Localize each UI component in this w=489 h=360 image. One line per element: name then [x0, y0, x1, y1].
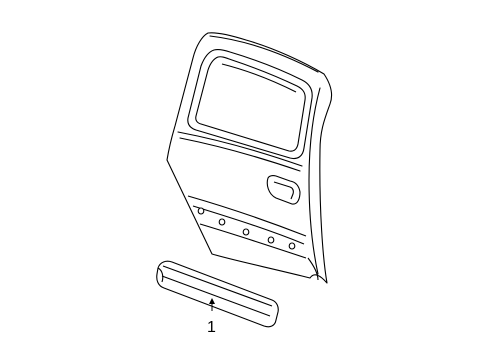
- callout-label: 1: [207, 319, 216, 336]
- molding-upper-line: [187, 195, 307, 237]
- door-tail: [307, 257, 319, 281]
- door-outline: [166, 32, 333, 284]
- molding-line: [187, 195, 307, 259]
- door-tail-edge: [307, 257, 319, 281]
- body-side-molding: [156, 260, 279, 328]
- molding-top-face: [162, 265, 273, 307]
- window-outer: [187, 49, 313, 160]
- window-glass-line: [221, 63, 297, 93]
- molding-end-cap: [157, 267, 164, 283]
- molding-outer: [156, 260, 279, 328]
- door-panel: [166, 32, 333, 284]
- belt-line: [177, 131, 303, 167]
- door-lower-line: [199, 223, 307, 259]
- fastener-hole: [197, 207, 205, 215]
- handle-bezel: [266, 175, 301, 205]
- leader-arrowhead: [209, 298, 215, 304]
- fastener-hole: [267, 236, 275, 244]
- fastener-holes: [197, 207, 296, 250]
- molding-lower-line: [192, 205, 305, 245]
- callout-1: 1: [207, 298, 216, 336]
- door-right-edge: [308, 87, 321, 275]
- belt-line-2: [179, 137, 301, 172]
- fastener-hole: [288, 242, 296, 250]
- door-handle: [266, 175, 301, 205]
- fastener-hole: [218, 218, 226, 226]
- fastener-hole: [242, 228, 250, 236]
- door-top-edge: [209, 35, 319, 73]
- window-inner: [195, 56, 306, 152]
- molding-inner-line: [161, 275, 271, 317]
- handle-lever: [273, 181, 294, 200]
- window-frame: [187, 49, 313, 160]
